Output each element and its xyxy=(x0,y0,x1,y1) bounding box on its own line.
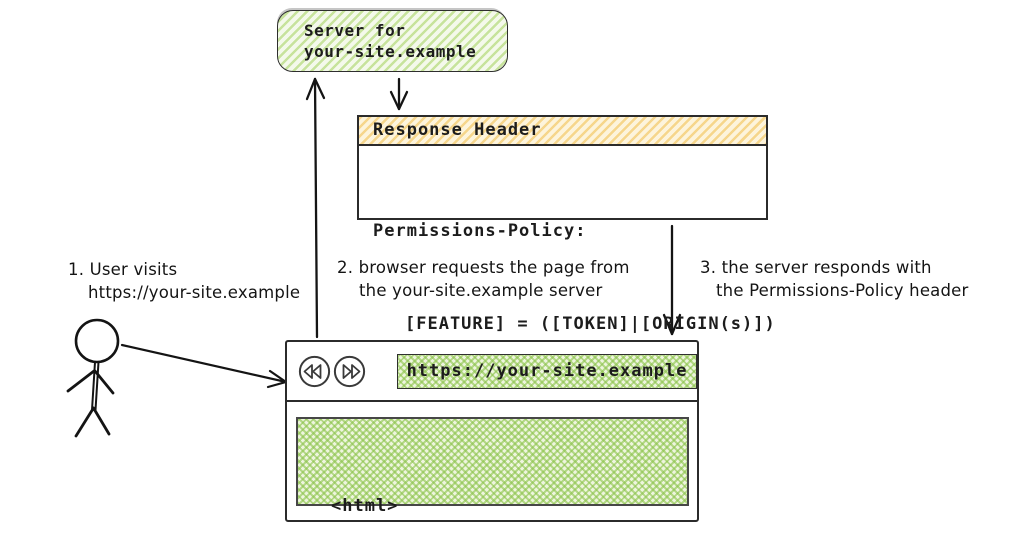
arrow-user-to-browser xyxy=(120,343,288,389)
url-bar[interactable]: https://your-site.example xyxy=(397,353,697,389)
step-2-line2: the your-site.example server xyxy=(359,281,603,300)
step-1-label: 1. User visits https://your-site.example xyxy=(68,258,300,304)
double-left-triangles-icon xyxy=(298,355,331,387)
forward-button[interactable] xyxy=(332,354,367,389)
response-header-line1: Permissions-Policy: xyxy=(373,221,587,241)
code-line1: <html> xyxy=(331,496,399,516)
response-header-title: Response Header xyxy=(359,117,766,146)
arrow-server-to-response-header xyxy=(389,77,409,111)
step-1-line1: 1. User visits xyxy=(68,260,178,279)
step-2-label: 2. browser requests the page from the yo… xyxy=(337,256,630,302)
response-header-box: Response Header Permissions-Policy: [FEA… xyxy=(357,115,775,334)
double-right-triangles-icon xyxy=(333,355,366,387)
page-code-box: <html> // your-site.example code xyxy=(296,417,689,516)
server-box-line1: Server for xyxy=(304,21,406,40)
step-3-label: 3. the server responds with the Permissi… xyxy=(700,256,969,302)
back-button[interactable] xyxy=(297,354,332,389)
step-1-line2: https://your-site.example xyxy=(88,283,301,302)
step-2-line1: 2. browser requests the page from xyxy=(337,258,630,277)
browser-toolbar: https://your-site.example xyxy=(287,342,697,402)
server-box: Server for your-site.example xyxy=(277,10,508,72)
server-box-line2: your-site.example xyxy=(304,42,477,61)
browser-window: https://your-site.example <html> // your… xyxy=(285,340,699,522)
stick-figure-user-icon xyxy=(66,318,120,438)
step-3-line2: the Permissions-Policy header xyxy=(716,281,969,300)
response-header-body: Permissions-Policy: [FEATURE] = ([TOKEN]… xyxy=(359,146,776,402)
response-header-line2: [FEATURE] = ([TOKEN]|[ORIGIN(s)]) xyxy=(405,314,776,334)
step-3-line1: 3. the server responds with xyxy=(700,258,932,277)
arrow-browser-to-server xyxy=(305,77,326,339)
